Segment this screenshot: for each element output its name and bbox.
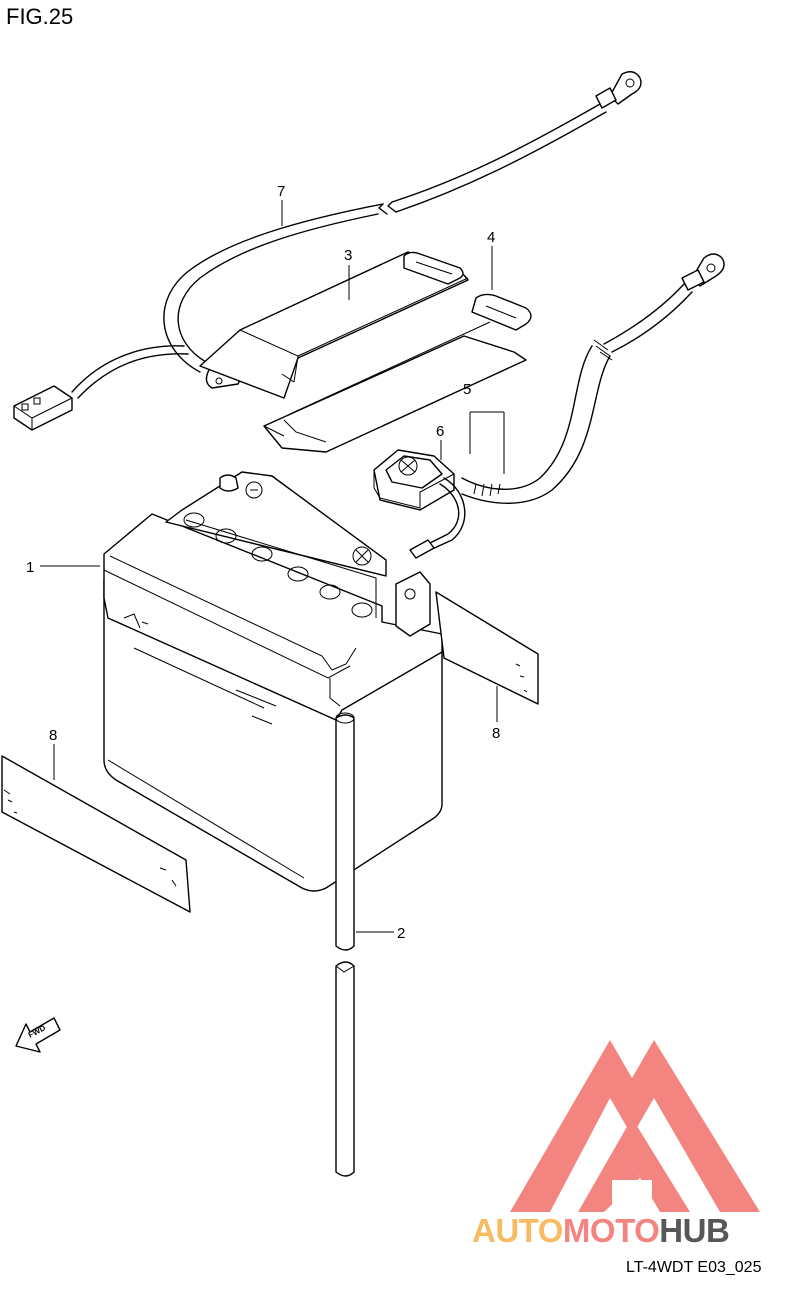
callout-8-left: 8 [49,727,57,744]
part-2-hose [335,712,355,1177]
callout-1: 1 [26,559,34,576]
part-7-cable [13,71,642,431]
part-8-pad-left [1,755,191,913]
part-3-strap [199,251,469,399]
svg-text:AUTOMOTOHUB: AUTOMOTOHUB [472,1212,729,1249]
part-8-pad-right [435,591,539,705]
logo-text-moto: MOTO [563,1212,659,1249]
callout-5: 5 [463,381,471,398]
callout-4: 4 [487,229,495,246]
callout-8-right: 8 [492,725,500,742]
part-1-battery [103,471,443,892]
figure-code: LT-4WDT E03_025 [626,1259,762,1276]
callout-3: 3 [344,247,352,264]
callout-6: 6 [436,423,444,440]
callouts: 1 2 3 4 5 6 7 8 8 [26,183,505,942]
fwd-arrow-icon: FWD [15,1017,61,1053]
part-6-terminal-cover [373,449,466,559]
automotohub-logo: AUTOMOTOHUB [472,1040,760,1249]
callout-2: 2 [397,925,405,942]
part-4-strap [263,293,532,453]
logo-text-hub: HUB [659,1212,729,1249]
figure-title: FIG.25 [6,4,73,29]
callout-7: 7 [277,183,285,200]
part-5-cable [461,253,725,504]
logo-text-auto: AUTO [472,1212,563,1249]
